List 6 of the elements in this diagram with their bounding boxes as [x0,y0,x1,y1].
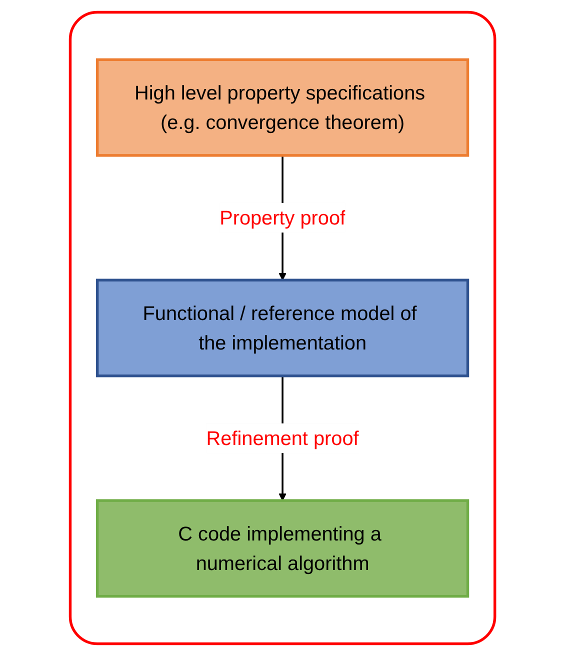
node-box: High level property specifications (e.g. convergence theorem) [96,58,470,157]
edge-label: Refinement proof [206,426,359,450]
edge-label: Property proof [220,206,346,230]
cluster [68,10,496,646]
node-box: C code implementing a numerical algorithm [96,499,470,598]
node-box: Functional / reference model of the implementation [96,278,470,378]
